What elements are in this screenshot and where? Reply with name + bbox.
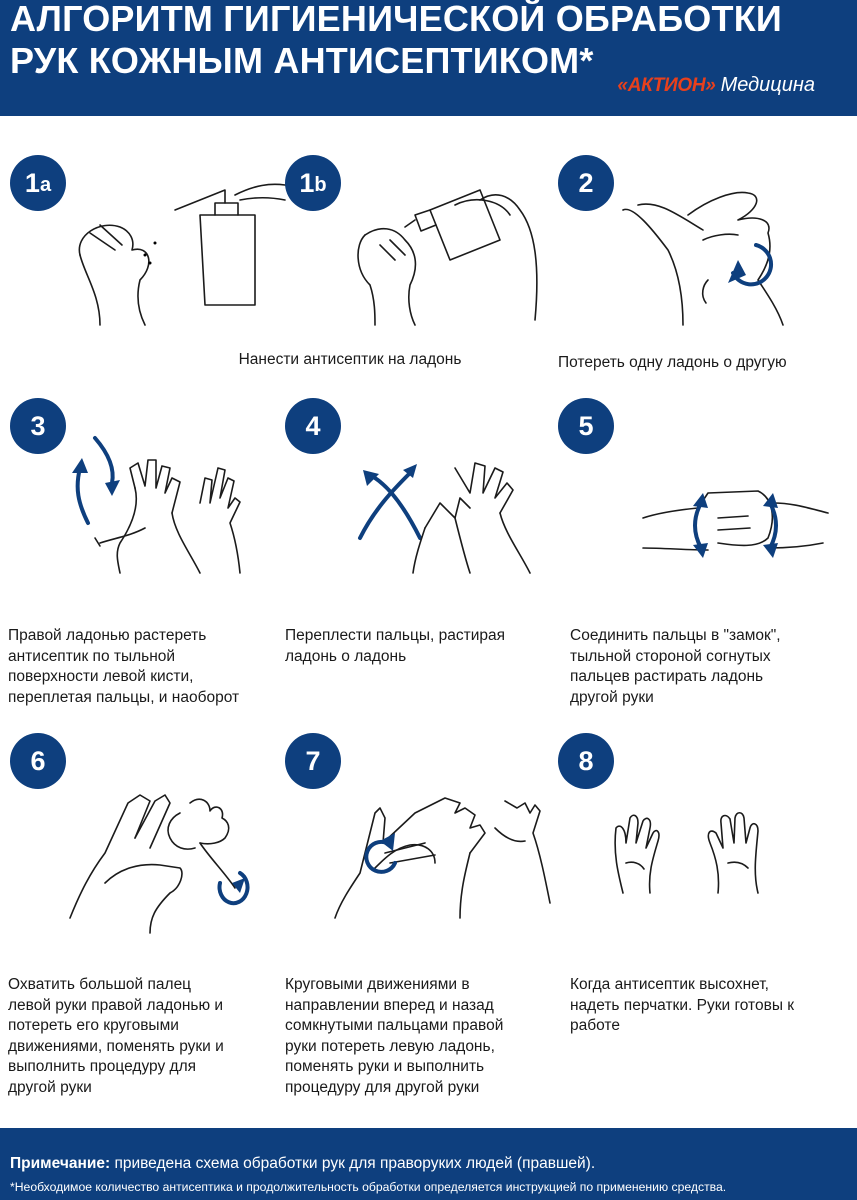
title-line-2: РУК КОЖНЫМ АНТИСЕПТИКОМ* xyxy=(10,40,594,81)
step-8: 8 Когда антисептик высохнет, надеть перч… xyxy=(558,733,818,1034)
step-badge: 2 xyxy=(558,155,614,211)
back-of-hand-rub-icon xyxy=(60,398,280,574)
step-caption: Соединить пальцы в "замок", тыльной стор… xyxy=(570,627,781,706)
step-badge: 4 xyxy=(285,398,341,454)
step-caption: Потереть одну ладонь о другую xyxy=(558,354,787,371)
header-banner: АЛГОРИТМ ГИГИЕНИЧЕСКОЙ ОБРАБОТКИ РУК КОЖ… xyxy=(0,0,857,116)
note-text: приведена схема обработки рук для правор… xyxy=(110,1155,596,1172)
step-5: 5 Соединить пальцы в "замок", тыльной ст… xyxy=(558,398,829,706)
thumb-rotation-icon xyxy=(60,733,280,934)
footer-banner: Примечание: приведена схема обработки ру… xyxy=(0,1128,857,1200)
step-4: 4 Переплести пальцы, растирая ладонь о л… xyxy=(285,398,545,665)
step-badge: 3 xyxy=(10,398,66,454)
dispenser-pump-icon xyxy=(60,155,286,330)
note-label: Примечание: xyxy=(10,1155,111,1172)
step-caption: Нанести антисептик на ладонь xyxy=(238,351,462,368)
step-caption: Переплести пальцы, растирая ладонь о лад… xyxy=(285,627,506,665)
step-badge: 6 xyxy=(10,733,66,789)
aktion-logo: «АКТИОН» Медицина xyxy=(617,74,815,104)
step-caption: Охватить большой палец левой руки правой… xyxy=(8,976,224,1096)
step-6: 6 Охватить большой палец левой руки прав… xyxy=(8,733,270,1096)
step-2: 2 Потереть одну ладонь о другую xyxy=(558,155,818,375)
step-caption: Круговыми движениями в направлении впере… xyxy=(285,976,504,1096)
step-caption: Когда антисептик высохнет, надеть перчат… xyxy=(570,976,795,1034)
step-badge: 5 xyxy=(558,398,614,454)
step-3: 3 Правой ладонью растереть антисептик по… xyxy=(8,398,270,706)
step-caption: Правой ладонью растереть антисептик по т… xyxy=(8,627,240,706)
footnote: *Необходимое количество антисептика и пр… xyxy=(10,1180,727,1194)
palms-rubbing-icon xyxy=(608,155,828,330)
page-title: АЛГОРИТМ ГИГИЕНИЧЕСКОЙ ОБРАБОТКИ РУК КОЖ… xyxy=(10,0,782,82)
step-badge: 7 xyxy=(285,733,341,789)
fingertips-on-palm-icon xyxy=(334,733,555,919)
logo-brand: «АКТИОН» xyxy=(617,75,716,96)
antiseptic-bottle-icon xyxy=(335,155,555,330)
note: Примечание: приведена схема обработки ру… xyxy=(10,1155,595,1173)
step-badge: 8 xyxy=(558,733,614,789)
title-line-1: АЛГОРИТМ ГИГИЕНИЧЕСКОЙ ОБРАБОТКИ xyxy=(10,0,782,39)
step-7: 7 Круговыми движениями в направлении впе… xyxy=(285,733,551,1096)
open-palms-icon xyxy=(608,733,828,908)
locked-fingers-icon xyxy=(608,398,829,573)
logo-subtitle: Медицина xyxy=(720,74,815,96)
interlaced-fingers-icon xyxy=(335,398,555,574)
